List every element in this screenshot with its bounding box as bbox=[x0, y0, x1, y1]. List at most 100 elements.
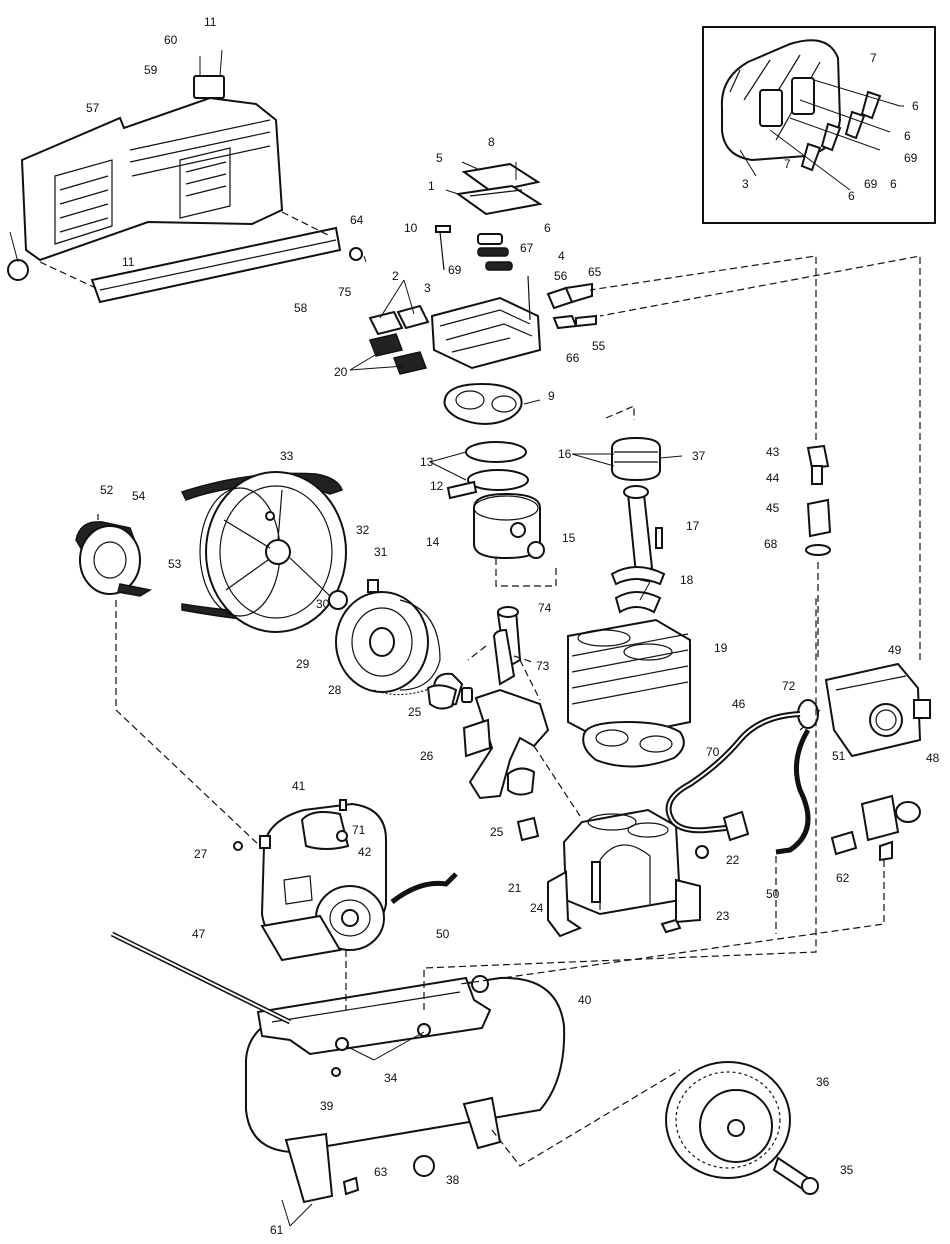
callout-label: 6 bbox=[904, 129, 911, 143]
callout-label: 11 bbox=[204, 15, 217, 29]
callout-label: 6 bbox=[848, 189, 855, 203]
callout-label: 34 bbox=[384, 1071, 398, 1085]
callout-label: 9 bbox=[548, 389, 555, 403]
callout-label: 2 bbox=[392, 269, 399, 283]
callout-label: 45 bbox=[766, 501, 780, 515]
callout-label: 35 bbox=[840, 1163, 854, 1177]
callout-label: 65 bbox=[588, 265, 602, 279]
callout-label: 69 bbox=[448, 263, 462, 277]
callout-label: 11 bbox=[122, 255, 135, 269]
callout-label: 69 bbox=[864, 177, 878, 191]
callout-label: 31 bbox=[374, 545, 388, 559]
cylinder-and-crankcase bbox=[547, 618, 709, 938]
callout-leaders bbox=[281, 105, 904, 1227]
callout-label: 17 bbox=[686, 519, 700, 533]
callout-label: 25 bbox=[408, 705, 422, 719]
belt-guard-shroud bbox=[7, 49, 363, 304]
callout-label: 5 bbox=[436, 151, 443, 165]
callout-label: 4 bbox=[558, 249, 565, 263]
callout-label: 72 bbox=[782, 679, 796, 693]
callout-label: 46 bbox=[732, 697, 746, 711]
callout-label: 26 bbox=[420, 749, 434, 763]
callout-label: 66 bbox=[566, 351, 580, 365]
callout-label: 10 bbox=[404, 221, 418, 235]
callout-label: 53 bbox=[168, 557, 182, 571]
callout-label: 18 bbox=[680, 573, 694, 587]
callout-label: 23 bbox=[716, 909, 730, 923]
callout-label: 55 bbox=[592, 339, 606, 353]
motor-pulley bbox=[75, 514, 153, 597]
callout-label: 24 bbox=[530, 901, 544, 915]
callout-label: 32 bbox=[356, 523, 370, 537]
callout-label: 50 bbox=[766, 887, 780, 901]
callout-label: 40 bbox=[578, 993, 592, 1007]
callout-label: 1 bbox=[428, 179, 435, 193]
callout-label: 56 bbox=[554, 269, 568, 283]
callout-label: 51 bbox=[832, 749, 846, 763]
callout-label: 42 bbox=[358, 845, 372, 859]
callout-label: 68 bbox=[764, 537, 778, 551]
pressure-switch-and-fittings bbox=[795, 444, 931, 862]
callout-label: 48 bbox=[926, 751, 940, 765]
callout-label: 6 bbox=[890, 177, 897, 191]
callout-label: 13 bbox=[420, 455, 434, 469]
callout-label: 73 bbox=[536, 659, 550, 673]
callout-label: 21 bbox=[508, 881, 522, 895]
callout-label: 49 bbox=[888, 643, 902, 657]
callout-label: 37 bbox=[692, 449, 706, 463]
callout-numbers: 11 60 59 57 64 11 75 58 8 5 1 6 10 67 69… bbox=[86, 15, 940, 1237]
callout-label: 44 bbox=[766, 471, 780, 485]
callout-label: 15 bbox=[562, 531, 576, 545]
callout-label: 71 bbox=[352, 823, 366, 837]
callout-label: 61 bbox=[270, 1223, 284, 1237]
callout-label: 43 bbox=[766, 445, 780, 459]
wheel bbox=[665, 1061, 819, 1195]
callout-label: 36 bbox=[816, 1075, 830, 1089]
callout-label: 38 bbox=[446, 1173, 460, 1187]
callout-label: 63 bbox=[374, 1165, 388, 1179]
assembly-guide-lines bbox=[115, 255, 921, 1010]
callout-label: 30 bbox=[316, 597, 330, 611]
callout-label: 70 bbox=[706, 745, 720, 759]
callout-label: 19 bbox=[714, 641, 728, 655]
callout-label: 28 bbox=[328, 683, 342, 697]
callout-label: 3 bbox=[742, 177, 749, 191]
callout-label: 16 bbox=[558, 447, 572, 461]
air-tank bbox=[110, 931, 681, 1204]
callout-label: 6 bbox=[544, 221, 551, 235]
callout-label: 27 bbox=[194, 847, 208, 861]
hardware bbox=[233, 830, 435, 1196]
callout-label: 64 bbox=[350, 213, 364, 227]
tubing bbox=[390, 711, 811, 904]
crank-spacer bbox=[467, 628, 533, 686]
callout-label: 8 bbox=[488, 135, 495, 149]
callout-label: 7 bbox=[784, 157, 791, 171]
callout-label: 25 bbox=[490, 825, 504, 839]
callout-label: 74 bbox=[538, 601, 552, 615]
inset-cylinder-head-detail bbox=[702, 26, 936, 224]
callout-label: 59 bbox=[144, 63, 158, 77]
callout-label: 62 bbox=[836, 871, 850, 885]
callout-label: 6 bbox=[912, 99, 919, 113]
flywheel-and-belt bbox=[180, 471, 347, 633]
callout-label: 75 bbox=[338, 285, 352, 299]
callout-label: 58 bbox=[294, 301, 308, 315]
piston-and-rod bbox=[446, 405, 666, 614]
callout-label: 20 bbox=[334, 365, 348, 379]
callout-label: 52 bbox=[100, 483, 114, 497]
callout-label: 12 bbox=[430, 479, 444, 493]
callout-label: 14 bbox=[426, 535, 440, 549]
callout-label: 3 bbox=[424, 281, 431, 295]
callout-label: 54 bbox=[132, 489, 146, 503]
callout-label: 29 bbox=[296, 657, 310, 671]
callout-label: 69 bbox=[904, 151, 918, 165]
callout-label: 57 bbox=[86, 101, 100, 115]
callout-label: 39 bbox=[320, 1099, 334, 1113]
callout-label: 7 bbox=[870, 51, 877, 65]
bearing-housing bbox=[328, 579, 458, 710]
callout-label: 47 bbox=[192, 927, 206, 941]
electric-motor bbox=[259, 799, 387, 962]
callout-label: 50 bbox=[436, 927, 450, 941]
callout-label: 60 bbox=[164, 33, 178, 47]
